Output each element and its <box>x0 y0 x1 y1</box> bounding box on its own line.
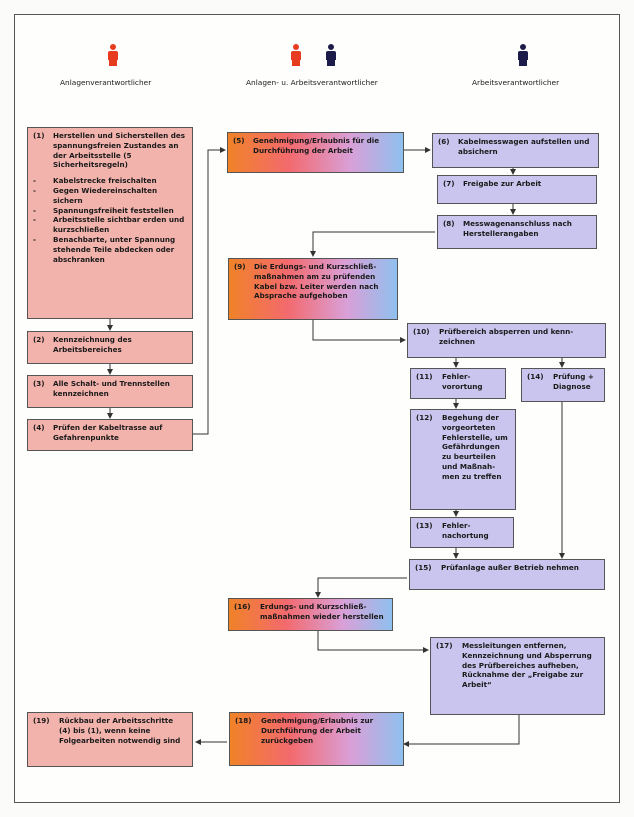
step-13-text: Fehler-nachortung <box>442 521 489 540</box>
step-13-box: (13) Fehler-nachortung <box>410 517 514 548</box>
person-icon-navy <box>325 44 337 66</box>
step-2-number: (2) <box>33 335 45 344</box>
step-15-text: Prüfanlage außer Betrieb nehmen <box>441 563 579 572</box>
list-item: -Gegen Wiedereinschalten sichern <box>33 185 158 205</box>
step-1-box: (1) Herstellen und Sicherstellen des spa… <box>27 127 193 319</box>
step-11-number: (11) <box>416 372 433 381</box>
step-1-number: (1) <box>33 131 45 140</box>
role-label-middle: Anlagen- u. Arbeitsverantwortlicher <box>246 78 378 87</box>
step-7-number: (7) <box>443 179 455 188</box>
arrow-8-9 <box>310 231 435 257</box>
step-9-number: (9) <box>234 262 246 271</box>
step-10-text: Prüfbereich absperren und kenn-zeichnen <box>439 327 574 346</box>
step-11-box: (11) Fehler-vorortung <box>410 368 506 399</box>
step-17-text: Messleitungen entfernen, Kennzeichnung u… <box>462 641 592 690</box>
arrow-16-17 <box>317 631 429 653</box>
step-14-text: Prüfung + Diagnose <box>553 372 594 391</box>
step-9-box: (9) Die Erdungs- und Kurzschließ-maßnahme… <box>228 258 398 320</box>
step-14-number: (14) <box>527 372 544 381</box>
role-label-left: Anlagenverantwortlicher <box>60 78 152 87</box>
step-15-number: (15) <box>415 563 432 572</box>
step-3-text: Alle Schalt- und Trennstellen kennzeichn… <box>53 379 170 398</box>
step-13-number: (13) <box>416 521 433 530</box>
step-18-text: Genehmigung/Erlaubnis zur Durchführung d… <box>261 716 374 745</box>
step-8-number: (8) <box>443 219 455 228</box>
list-item: -Spannungsfreiheit feststellen <box>33 205 174 215</box>
step-11-text: Fehler-vorortung <box>442 372 483 391</box>
arrow-17-18 <box>403 715 520 747</box>
step-6-box: (6) Kabelmesswagen aufstellen und absiche… <box>432 133 599 168</box>
step-7-text: Freigabe zur Arbeit <box>463 179 542 188</box>
list-item: -Benachbarte, unter Spannung stehende Te… <box>33 234 176 264</box>
step-6-text: Kabelmesswagen aufstellen und absichern <box>458 137 590 156</box>
step-4-box: (4) Prüfen der Kabeltrasse auf Gefahrenpu… <box>27 419 193 451</box>
step-3-number: (3) <box>33 379 45 388</box>
step-17-box: (17) Messleitungen entfernen, Kennzeichnu… <box>430 637 605 715</box>
step-10-box: (10) Prüfbereich absperren und kenn-zeich… <box>407 323 606 358</box>
person-icon-red <box>290 44 302 66</box>
step-19-text: Rückbau der Arbeitsschritte (4) bis (1),… <box>59 716 181 745</box>
step-5-box: (5) Genehmigung/Erlaubnis für die Durchfü… <box>227 132 404 173</box>
step-8-box: (8) Messwagenanschluss nach Herstellerang… <box>437 215 597 249</box>
step-2-text: Kennzeichnung des Arbeitsbereiches <box>53 335 132 354</box>
step-2-box: (2) Kennzeichnung des Arbeitsbereiches <box>27 331 193 364</box>
role-label-right: Arbeitsverantwortlicher <box>472 78 560 87</box>
step-8-text: Messwagenanschluss nach Herstellerangabe… <box>463 219 572 238</box>
arrow-15-16 <box>315 577 407 598</box>
step-12-number: (12) <box>416 413 433 422</box>
step-14-box: (14) Prüfung + Diagnose <box>521 368 605 402</box>
step-4-number: (4) <box>33 423 45 432</box>
step-19-box: (19) Rückbau der Arbeitsschritte (4) bis … <box>27 712 193 767</box>
step-12-box: (12) Begehung der vorgeorteten Fehlerstel… <box>410 409 516 510</box>
step-10-number: (10) <box>413 327 430 336</box>
step-18-number: (18) <box>235 716 252 725</box>
step-19-number: (19) <box>33 716 50 725</box>
person-icon-red <box>107 44 119 66</box>
step-6-number: (6) <box>438 137 450 146</box>
step-16-text: Erdungs- und Kurzschließ-maßnahmen wiede… <box>260 602 384 621</box>
step-5-text: Genehmigung/Erlaubnis für die Durchführu… <box>253 136 380 155</box>
step-7-box: (7) Freigabe zur Arbeit <box>437 175 597 204</box>
list-item: -Kabelstrecke freischalten <box>33 176 157 186</box>
arrow-4-5 <box>192 147 226 435</box>
step-17-number: (17) <box>436 641 453 650</box>
step-9-text: Die Erdungs- und Kurzschließ-maßnahmen a… <box>254 262 379 301</box>
step-15-box: (15) Prüfanlage außer Betrieb nehmen <box>409 559 605 590</box>
step-12-text: Begehung der vorgeorteten Fehlerstelle, … <box>442 413 508 481</box>
list-item: -Arbeitsstelle sichtbar erden und kurzsc… <box>33 215 185 235</box>
step-1-text: Herstellen und Sicherstellen des spannun… <box>53 131 186 170</box>
step-5-number: (5) <box>233 136 245 145</box>
step-1-items: -Kabelstrecke freischalten -Gegen Wieder… <box>33 176 187 264</box>
person-icon-navy <box>517 44 529 66</box>
arrow-9-10 <box>312 320 406 343</box>
step-18-box: (18) Genehmigung/Erlaubnis zur Durchführu… <box>229 712 404 766</box>
step-4-text: Prüfen der Kabeltrasse auf Gefahrenpunkt… <box>53 423 163 442</box>
step-3-box: (3) Alle Schalt- und Trennstellen kennzei… <box>27 375 193 408</box>
step-16-box: (16) Erdungs- und Kurzschließ-maßnahmen w… <box>228 598 393 631</box>
step-16-number: (16) <box>234 602 251 611</box>
